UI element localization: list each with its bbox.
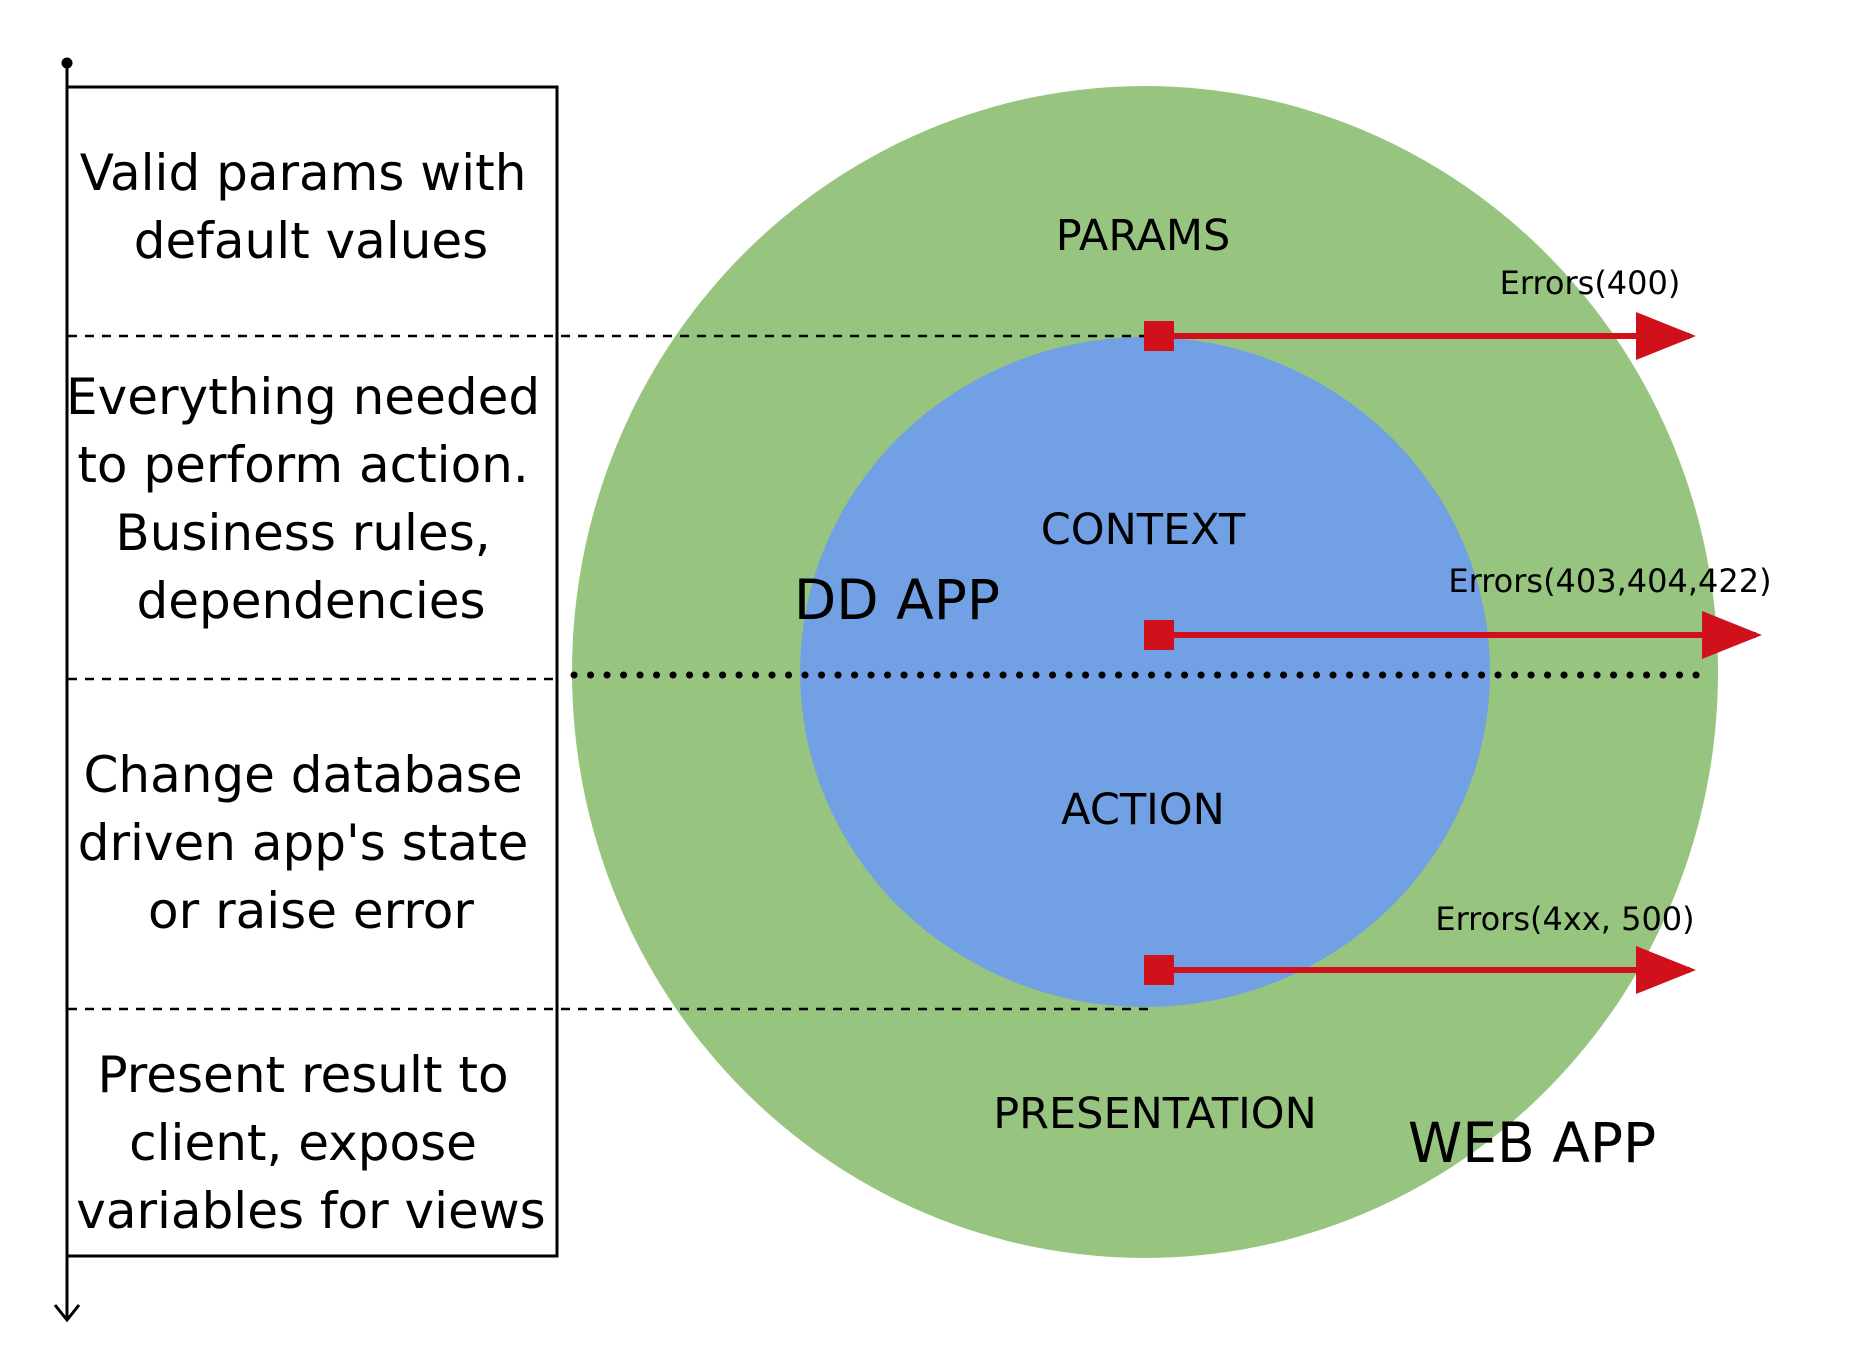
error-label-action: Errors(4xx, 500) (1435, 900, 1694, 938)
web-app-label: WEB APP (1408, 1111, 1656, 1175)
step-3-line-2: driven app's state (78, 814, 529, 872)
layer-context-label: CONTEXT (1041, 505, 1246, 555)
error-origin-action (1144, 955, 1174, 985)
step-2-line-4: dependencies (136, 572, 485, 630)
step-4-line-3: variables for views (76, 1182, 545, 1240)
step-3-line-3: or raise error (148, 882, 474, 940)
dd-app-label: DD APP (794, 568, 1000, 632)
step-1-text: Valid params with default values (80, 144, 543, 270)
layer-presentation-label: PRESENTATION (993, 1089, 1317, 1139)
step-2-text: Everything needed to perform action. Bus… (66, 368, 556, 630)
step-1-line-2: default values (134, 212, 488, 270)
error-label-params: Errors(400) (1500, 264, 1681, 302)
step-1-line-1: Valid params with (80, 144, 527, 202)
step-3-line-1: Change database (83, 746, 522, 804)
layer-params-label: PARAMS (1056, 211, 1231, 261)
step-2-line-1: Everything needed (66, 368, 540, 426)
dd-app-circle (800, 337, 1490, 1007)
step-4-line-2: client, expose (129, 1114, 477, 1172)
step-2-line-3: Business rules, (115, 504, 490, 562)
error-origin-context (1144, 620, 1174, 650)
step-4-line-1: Present result to (98, 1046, 509, 1104)
layer-action-label: ACTION (1061, 785, 1225, 835)
error-origin-params (1144, 321, 1174, 351)
step-4-text: Present result to client, expose variabl… (76, 1046, 545, 1240)
flow-arrow-head (53, 1304, 81, 1323)
step-2-line-2: to perform action. (77, 436, 528, 494)
step-3-text: Change database driven app's state or ra… (78, 746, 545, 940)
error-label-context: Errors(403,404,422) (1448, 562, 1771, 600)
